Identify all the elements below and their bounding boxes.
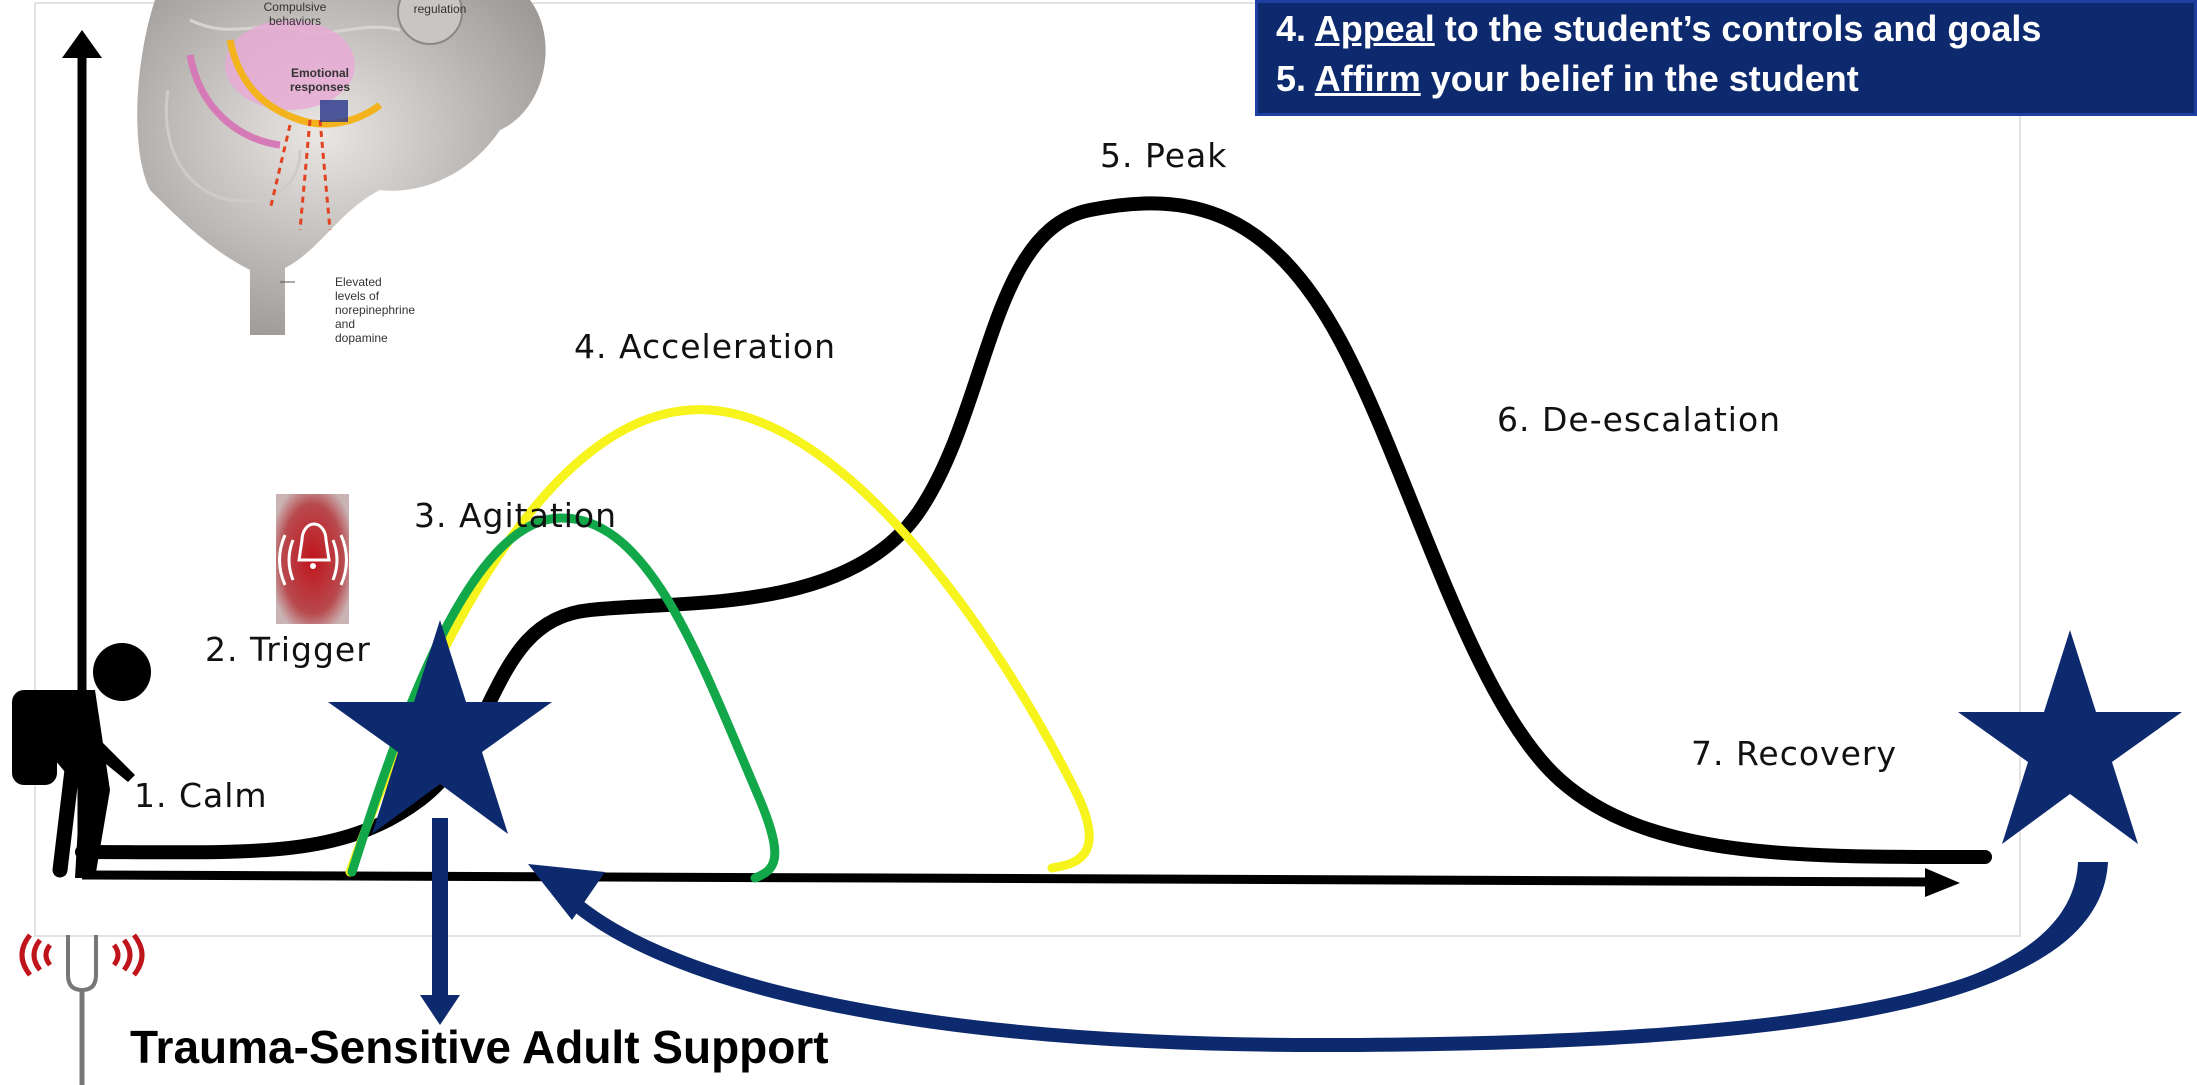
- support-caption: Trauma-Sensitive Adult Support: [130, 1021, 829, 1073]
- alarm-bell-icon: [276, 494, 349, 624]
- brain-label-compulsive: Compulsive behaviors: [263, 0, 327, 28]
- return-arrow-tail: [1320, 862, 2108, 1048]
- slide-frame: [34, 2, 2021, 937]
- stage-label-calm: 1. Calm: [134, 776, 268, 815]
- student-with-backpack-icon: [12, 643, 151, 878]
- return-arrow: [555, 864, 2099, 1053]
- callout-number: 5.: [1276, 58, 1315, 99]
- x-axis-arrowhead: [1925, 868, 1960, 897]
- brain-label-elevated: Elevated levels of norepinephrine and do…: [335, 275, 416, 345]
- brain-label-emotional: Emotional responses: [290, 66, 351, 94]
- stage-label-agitation: 3. Agitation: [414, 496, 618, 535]
- stage-label-peak: 5. Peak: [1100, 136, 1228, 175]
- callout-line-affirm: 5. Affirm your belief in the student: [1276, 58, 1859, 100]
- callout-line-appeal: 4. Appeal to the student’s controls and …: [1276, 8, 2041, 50]
- vibrating-tuning-fork-icon: [19, 933, 145, 1085]
- x-axis: [81, 870, 1931, 887]
- brain-label-regulation: regulation: [413, 2, 467, 16]
- return-arrowhead: [528, 864, 605, 920]
- strategy-callout-box: 4. Appeal to the student’s controls and …: [1255, 0, 2197, 116]
- callout-number: 4.: [1276, 8, 1315, 49]
- support-down-arrowhead: [420, 995, 460, 1025]
- stage-label-deescalation: 6. De-escalation: [1497, 400, 1782, 439]
- green-intervention-arc: [347, 513, 780, 883]
- brain-illustration: [137, 0, 546, 335]
- callout-text: to the student’s controls and goals: [1434, 8, 2042, 49]
- callout-keyword: Affirm: [1314, 58, 1421, 99]
- stage-label-acceleration: 4. Acceleration: [574, 327, 837, 366]
- trigger-star-icon: [328, 620, 552, 834]
- y-axis-arrowhead: [62, 30, 102, 58]
- stage-label-recovery: 7. Recovery: [1691, 734, 1897, 773]
- stage-label-trigger: 2. Trigger: [205, 630, 371, 669]
- yellow-intervention-arc: [345, 405, 1094, 877]
- callout-text: your belief in the student: [1420, 58, 1859, 99]
- recovery-star-icon: [1958, 630, 2182, 844]
- callout-keyword: Appeal: [1314, 8, 1435, 49]
